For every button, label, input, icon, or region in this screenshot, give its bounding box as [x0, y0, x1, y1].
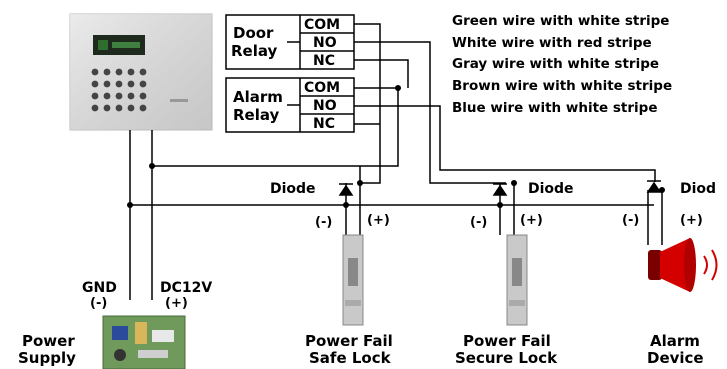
dc-label: DC12V: [160, 280, 212, 296]
caption-safe-lock-1: Power Fail: [305, 332, 393, 350]
door-relay-nc: NC: [313, 53, 335, 69]
legend-line-4: Brown wire with white stripe: [452, 78, 672, 94]
gnd-label: GND: [82, 280, 117, 296]
legend-line-1: Green wire with white stripe: [452, 13, 669, 29]
siren-icon: [648, 238, 718, 292]
diode-label-3: Diod: [680, 181, 716, 197]
keypad-controller: [69, 13, 213, 131]
secure-lock-pos: (+): [520, 213, 543, 228]
door-relay-com: COM: [304, 17, 340, 33]
diode-label-1: Diode: [270, 181, 316, 197]
caption-secure-lock-2: Secure Lock: [455, 349, 558, 367]
alarm-pos: (+): [680, 213, 703, 228]
dc-sign: (+): [165, 296, 188, 311]
alarm-neg: (-): [622, 213, 639, 228]
legend-line-5: Blue wire with white stripe: [452, 100, 657, 116]
door-relay-label-2: Relay: [231, 42, 278, 60]
door-relay: Door Relay COM NO NC: [225, 14, 355, 70]
alarm-relay-no: NO: [313, 98, 337, 114]
alarm-relay-nc: NC: [313, 116, 335, 132]
caption-alarm-device-2: Device: [647, 349, 704, 367]
safe-lock-image: [342, 234, 364, 326]
alarm-relay-com: COM: [304, 80, 340, 96]
legend-line-2: White wire with red stripe: [452, 35, 652, 51]
door-relay-no: NO: [313, 35, 337, 51]
power-supply-image: [102, 315, 186, 369]
alarm-relay-label-2: Relay: [233, 106, 280, 124]
wire-legend: Green wire with white stripe White wire …: [452, 13, 672, 116]
caption-power-supply-2: Supply: [18, 349, 76, 367]
caption-power-supply-1: Power: [22, 332, 75, 350]
safe-lock-pos: (+): [367, 213, 390, 228]
caption-safe-lock-2: Safe Lock: [309, 349, 392, 367]
door-relay-label-1: Door: [233, 24, 274, 42]
junction-dots: [127, 85, 665, 208]
caption-secure-lock-1: Power Fail: [463, 332, 551, 350]
safe-lock-neg: (-): [315, 215, 332, 230]
alarm-relay-label-1: Alarm: [233, 88, 283, 106]
gnd-sign: (-): [90, 296, 107, 311]
legend-line-3: Gray wire with white stripe: [452, 56, 659, 72]
diode-symbols: [338, 180, 662, 196]
secure-lock-image: [506, 234, 528, 326]
diode-label-2: Diode: [528, 181, 574, 197]
secure-lock-neg: (-): [470, 215, 487, 230]
alarm-relay: Alarm Relay COM NO NC: [225, 77, 355, 133]
caption-alarm-device-1: Alarm: [650, 332, 700, 350]
